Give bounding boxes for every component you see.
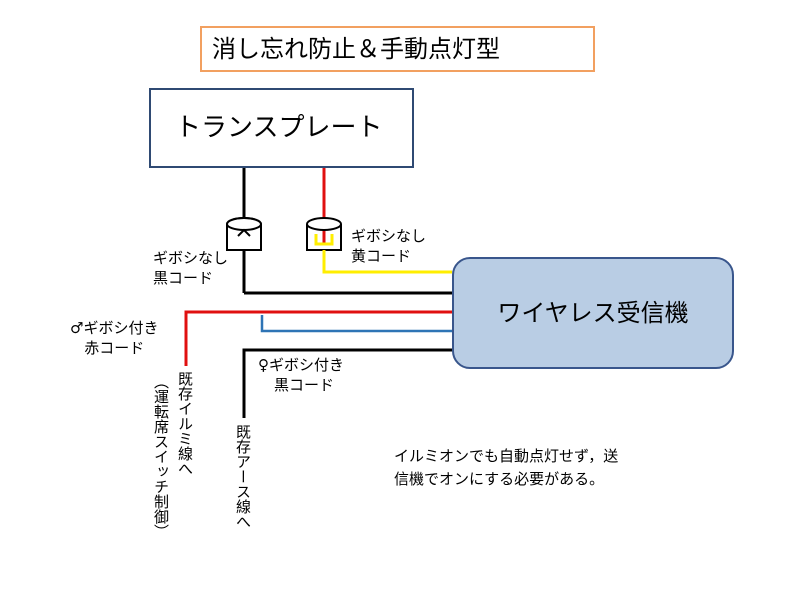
yellow-label-line1: ギボシなし — [351, 227, 427, 245]
black-bottom-label: ♀ギボシ付き 黒コード — [258, 355, 344, 395]
diagram-title: 消し忘れ防止＆手動点灯型 — [200, 26, 595, 72]
wireless-receiver-box: ワイヤレス受信機 — [452, 257, 734, 369]
black-wire-earth — [242, 348, 452, 418]
note-text: イルミオンでも自動点灯せず，送 信機でオンにする必要がある。 — [394, 445, 618, 491]
note-line2: 信機でオンにする必要がある。 — [394, 470, 605, 488]
red-label: ♂ギボシ付き 赤コード — [70, 318, 158, 358]
yellow-label-line2: 黄コード — [351, 247, 412, 265]
red-label-line2: 赤コード — [84, 339, 145, 357]
earth-destination-label: 既存アース線へ — [234, 424, 252, 529]
red-label-line1: ♂ギボシ付き — [70, 319, 159, 337]
black-top-label-line1: ギボシなし — [153, 249, 229, 267]
red-wire-illumi — [184, 310, 452, 366]
trans-plate-box: トランスプレート — [149, 88, 414, 168]
connector-black-icon — [226, 217, 262, 251]
black-bottom-label-line2: 黒コード — [274, 376, 335, 394]
note-line1: イルミオンでも自動点灯せず，送 — [394, 447, 619, 465]
yellow-wire — [322, 250, 452, 274]
black-bottom-label-line1: ♀ギボシ付き — [258, 356, 344, 374]
black-top-label-line2: 黒コード — [153, 269, 214, 287]
illumi-destination-label: 既存イルミ線へ — [176, 371, 194, 476]
yellow-label: ギボシなし 黄コード — [351, 226, 426, 266]
black-top-label: ギボシなし 黒コード — [153, 248, 228, 288]
blue-wire — [260, 315, 452, 333]
illumi-note-label: （運転席スイッチ制御） — [152, 374, 170, 539]
